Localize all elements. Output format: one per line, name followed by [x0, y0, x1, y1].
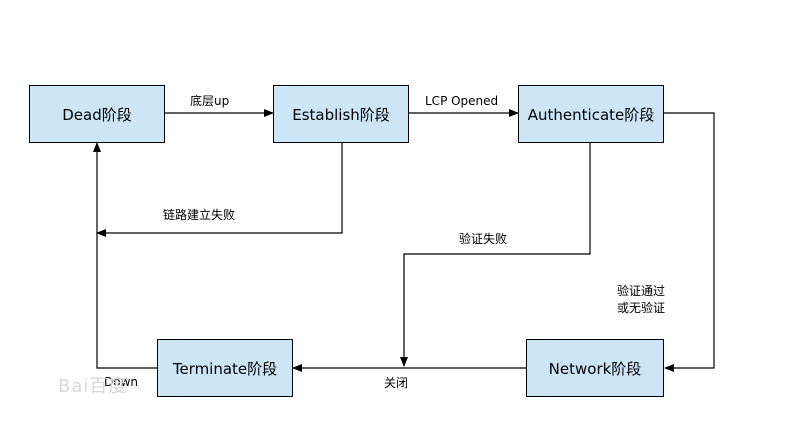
node-authenticate: Authenticate阶段: [518, 85, 664, 143]
edge-authenticate-pass: [663, 112, 715, 372]
edge-terminate-to-dead: [93, 142, 157, 369]
node-terminate: Terminate阶段: [157, 339, 293, 397]
edge-authenticate-fail: [400, 142, 591, 367]
node-establish: Establish阶段: [273, 85, 409, 143]
node-dead: Dead阶段: [29, 85, 165, 143]
node-network: Network阶段: [526, 339, 664, 397]
label-authenticate-pass-line1: 验证通过: [617, 284, 666, 298]
label-establish-to-authenticate: LCP Opened: [425, 94, 499, 108]
label-establish-fail: 链路建立失败: [163, 208, 236, 222]
label-network-to-terminate: 关闭: [384, 376, 409, 390]
baidu-watermark: Bai百度: [58, 376, 128, 397]
label-terminate-to-dead: Down: [104, 375, 139, 389]
edge-establish-fail: [96, 142, 343, 237]
label-dead-to-establish: 底层up: [190, 94, 230, 108]
label-authenticate-pass-line2: 或无验证: [617, 301, 666, 315]
label-authenticate-fail: 验证失败: [459, 232, 508, 246]
